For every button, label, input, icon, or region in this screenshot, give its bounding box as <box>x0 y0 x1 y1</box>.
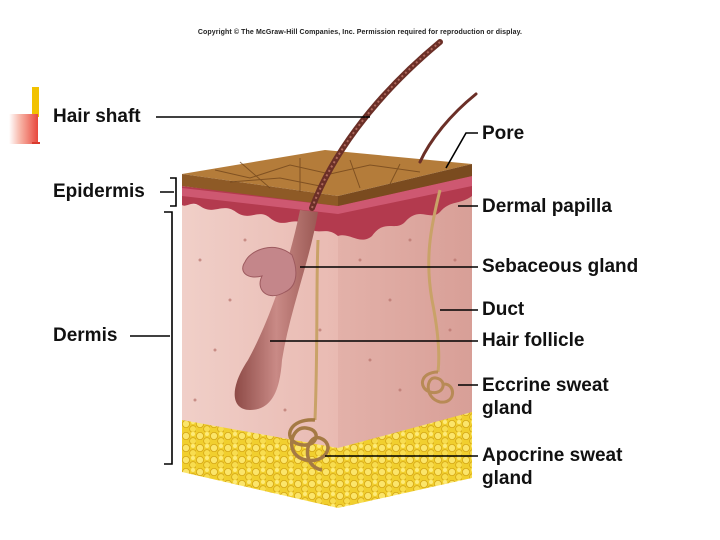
label-dermis: Dermis <box>53 325 117 347</box>
label-eccrine-sweat-gland-line2: gland <box>482 398 533 420</box>
label-hair-follicle: Hair follicle <box>482 330 584 352</box>
label-apocrine-sweat-gland-line2: gland <box>482 468 533 490</box>
label-apocrine-sweat-gland-line1: Apocrine sweat <box>482 445 622 467</box>
label-eccrine-sweat-gland-line1: Eccrine sweat <box>482 375 609 397</box>
label-epidermis: Epidermis <box>53 181 145 203</box>
label-hair-shaft: Hair shaft <box>53 106 141 128</box>
label-duct: Duct <box>482 299 524 321</box>
label-dermal-papilla: Dermal papilla <box>482 196 612 218</box>
label-sebaceous-gland: Sebaceous gland <box>482 256 638 278</box>
label-pore: Pore <box>482 123 524 145</box>
